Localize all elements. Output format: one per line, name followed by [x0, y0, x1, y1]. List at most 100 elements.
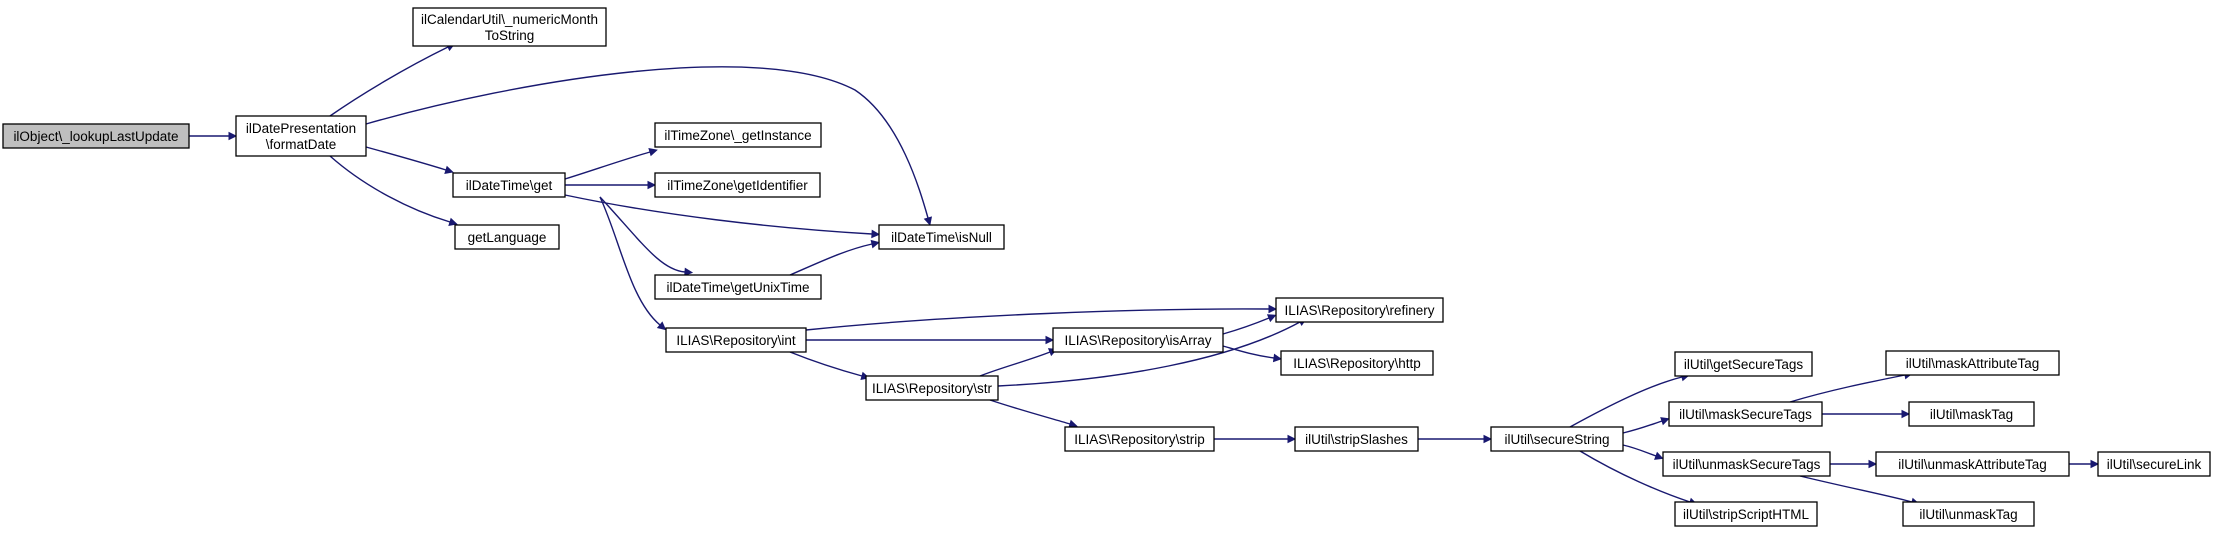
arrow-icon: [1868, 459, 1878, 469]
node-box: [1902, 501, 2035, 527]
node-box: [1490, 426, 1624, 452]
arrow-icon: [870, 239, 880, 249]
node-box: [454, 224, 560, 250]
node-formatDate[interactable]: ilDatePresentation\formatDate: [235, 115, 367, 157]
edge-line: [1579, 450, 1691, 503]
node-box: [1674, 351, 1813, 377]
node-repoIsArray[interactable]: ILIAS\Repository\isArray: [1052, 327, 1224, 353]
node-getSecureTags[interactable]: ilUtil\getSecureTags: [1674, 351, 1813, 377]
node-repoHttp[interactable]: ILIAS\Repository\http: [1280, 350, 1434, 376]
node-secureLink[interactable]: ilUtil\secureLink: [2097, 451, 2211, 477]
edge-dtGet-to-tzGetInstance: [564, 147, 658, 180]
node-label: ToString: [485, 28, 535, 43]
node-box: [654, 172, 821, 198]
call-graph-nodes: ilObject\_lookupLastUpdate ilDatePresenta…: [2, 7, 2211, 527]
node-repoRefinery[interactable]: ILIAS\Repository\refinery: [1275, 297, 1444, 323]
edge-stripSlashes-to-secureString: [1418, 434, 1493, 444]
node-label: ILIAS\Repository\strip: [1074, 432, 1205, 447]
arrow-icon: [1272, 353, 1283, 363]
node-label: ilObject\_lookupLastUpdate: [13, 129, 178, 144]
arrow-icon: [444, 165, 454, 174]
node-tzGetInstance[interactable]: ilTimeZone\_getInstance: [654, 122, 822, 148]
node-repoStr[interactable]: ILIAS\Repository\str: [865, 375, 999, 401]
edge-secureString-to-maskSecureTags: [1622, 417, 1670, 434]
node-label: ilUtil\maskSecureTags: [1679, 407, 1812, 422]
edge-repoIsArray-to-repoHttp: [1222, 345, 1283, 363]
node-secureString[interactable]: ilUtil\secureString: [1490, 426, 1624, 452]
node-box: [665, 327, 807, 353]
arrow-icon: [1483, 434, 1493, 444]
edge-line: [564, 151, 651, 180]
node-box: [1280, 350, 1434, 376]
node-unmaskTag[interactable]: ilUtil\unmaskTag: [1902, 501, 2035, 527]
node-label: \formatDate: [266, 137, 337, 152]
node-label: ILIAS\Repository\isArray: [1064, 333, 1211, 348]
node-label: ILIAS\Repository\refinery: [1284, 303, 1434, 318]
arrow-icon: [1901, 409, 1911, 419]
node-label: ilUtil\secureLink: [2107, 457, 2202, 472]
node-label: ilUtil\secureString: [1504, 432, 1609, 447]
node-stripScriptHTML[interactable]: ilUtil\stripScriptHTML: [1674, 501, 1818, 527]
node-label: ilUtil\unmaskAttributeTag: [1898, 457, 2047, 472]
node-repoStrip[interactable]: ILIAS\Repository\strip: [1064, 426, 1215, 452]
node-box: [1875, 451, 2070, 477]
node-box: [1908, 401, 2035, 427]
node-box: [412, 7, 607, 47]
edge-formatDate-to-getLanguage: [329, 155, 458, 226]
node-box: [1052, 327, 1224, 353]
arrow-icon: [1268, 304, 1278, 314]
node-box: [1275, 297, 1444, 323]
node-unmaskSecureTags[interactable]: ilUtil\unmaskSecureTags: [1662, 451, 1831, 477]
edge-line: [989, 399, 1071, 425]
node-label: ilTimeZone\_getInstance: [664, 128, 811, 143]
node-dtGetUnixTime[interactable]: ilDateTime\getUnixTime: [654, 274, 822, 300]
node-box: [1294, 426, 1419, 452]
node-label: getLanguage: [468, 230, 547, 245]
node-label: ilUtil\unmaskTag: [1919, 507, 2017, 522]
node-maskTag[interactable]: ilUtil\maskTag: [1908, 401, 2035, 427]
arrow-icon: [1654, 451, 1664, 460]
edge-dtGet-to-dtGetUnixTime: [599, 196, 694, 277]
node-dtGet[interactable]: ilDateTime\get: [452, 172, 566, 198]
node-unmaskAttributeTag[interactable]: ilUtil\unmaskAttributeTag: [1875, 451, 2070, 477]
arrow-icon: [871, 229, 881, 239]
node-maskSecureTags[interactable]: ilUtil\maskSecureTags: [1668, 401, 1823, 427]
edge-repoStrip-to-stripSlashes: [1214, 434, 1297, 444]
node-box: [2097, 451, 2211, 477]
node-box: [1662, 451, 1831, 477]
edge-line: [365, 146, 447, 171]
node-box: [878, 224, 1005, 250]
edge-line: [1799, 475, 1913, 503]
node-stripSlashes[interactable]: ilUtil\stripSlashes: [1294, 426, 1419, 452]
node-dtIsNull[interactable]: ilDateTime\isNull: [878, 224, 1005, 250]
edge-maskSecureTags-to-maskTag: [1821, 409, 1911, 419]
node-tzGetIdentifier[interactable]: ilTimeZone\getIdentifier: [654, 172, 821, 198]
node-maskAttributeTag[interactable]: ilUtil\maskAttributeTag: [1885, 350, 2060, 376]
node-label: ilUtil\maskTag: [1930, 407, 2013, 422]
edge-dtGetUnixTime-to-dtIsNull: [789, 239, 880, 276]
node-box: [235, 115, 367, 157]
node-label: ilDateTime\getUnixTime: [666, 280, 809, 295]
edge-lookupLastUpdate-to-formatDate: [189, 131, 238, 141]
arrow-icon: [1068, 419, 1078, 428]
edge-line: [1222, 345, 1275, 359]
edge-line: [329, 155, 451, 223]
edge-line: [365, 66, 929, 219]
edge-line: [805, 308, 1270, 331]
node-label: ilDateTime\isNull: [891, 230, 992, 245]
node-lookupLastUpdate[interactable]: ilObject\_lookupLastUpdate: [2, 123, 190, 149]
edge-line: [599, 196, 661, 326]
edge-line: [329, 46, 449, 117]
node-box: [2, 123, 190, 149]
edge-repoStr-to-repoStrip: [989, 399, 1078, 428]
edge-line: [1222, 317, 1270, 335]
node-repoInt[interactable]: ILIAS\Repository\int: [665, 327, 807, 353]
edge-formatDate-to-dtGet: [365, 146, 454, 174]
node-label: ilUtil\stripSlashes: [1305, 432, 1408, 447]
node-box: [452, 172, 566, 198]
node-label: ilUtil\getSecureTags: [1684, 357, 1804, 372]
node-getLanguage[interactable]: getLanguage: [454, 224, 560, 250]
node-box: [865, 375, 999, 401]
